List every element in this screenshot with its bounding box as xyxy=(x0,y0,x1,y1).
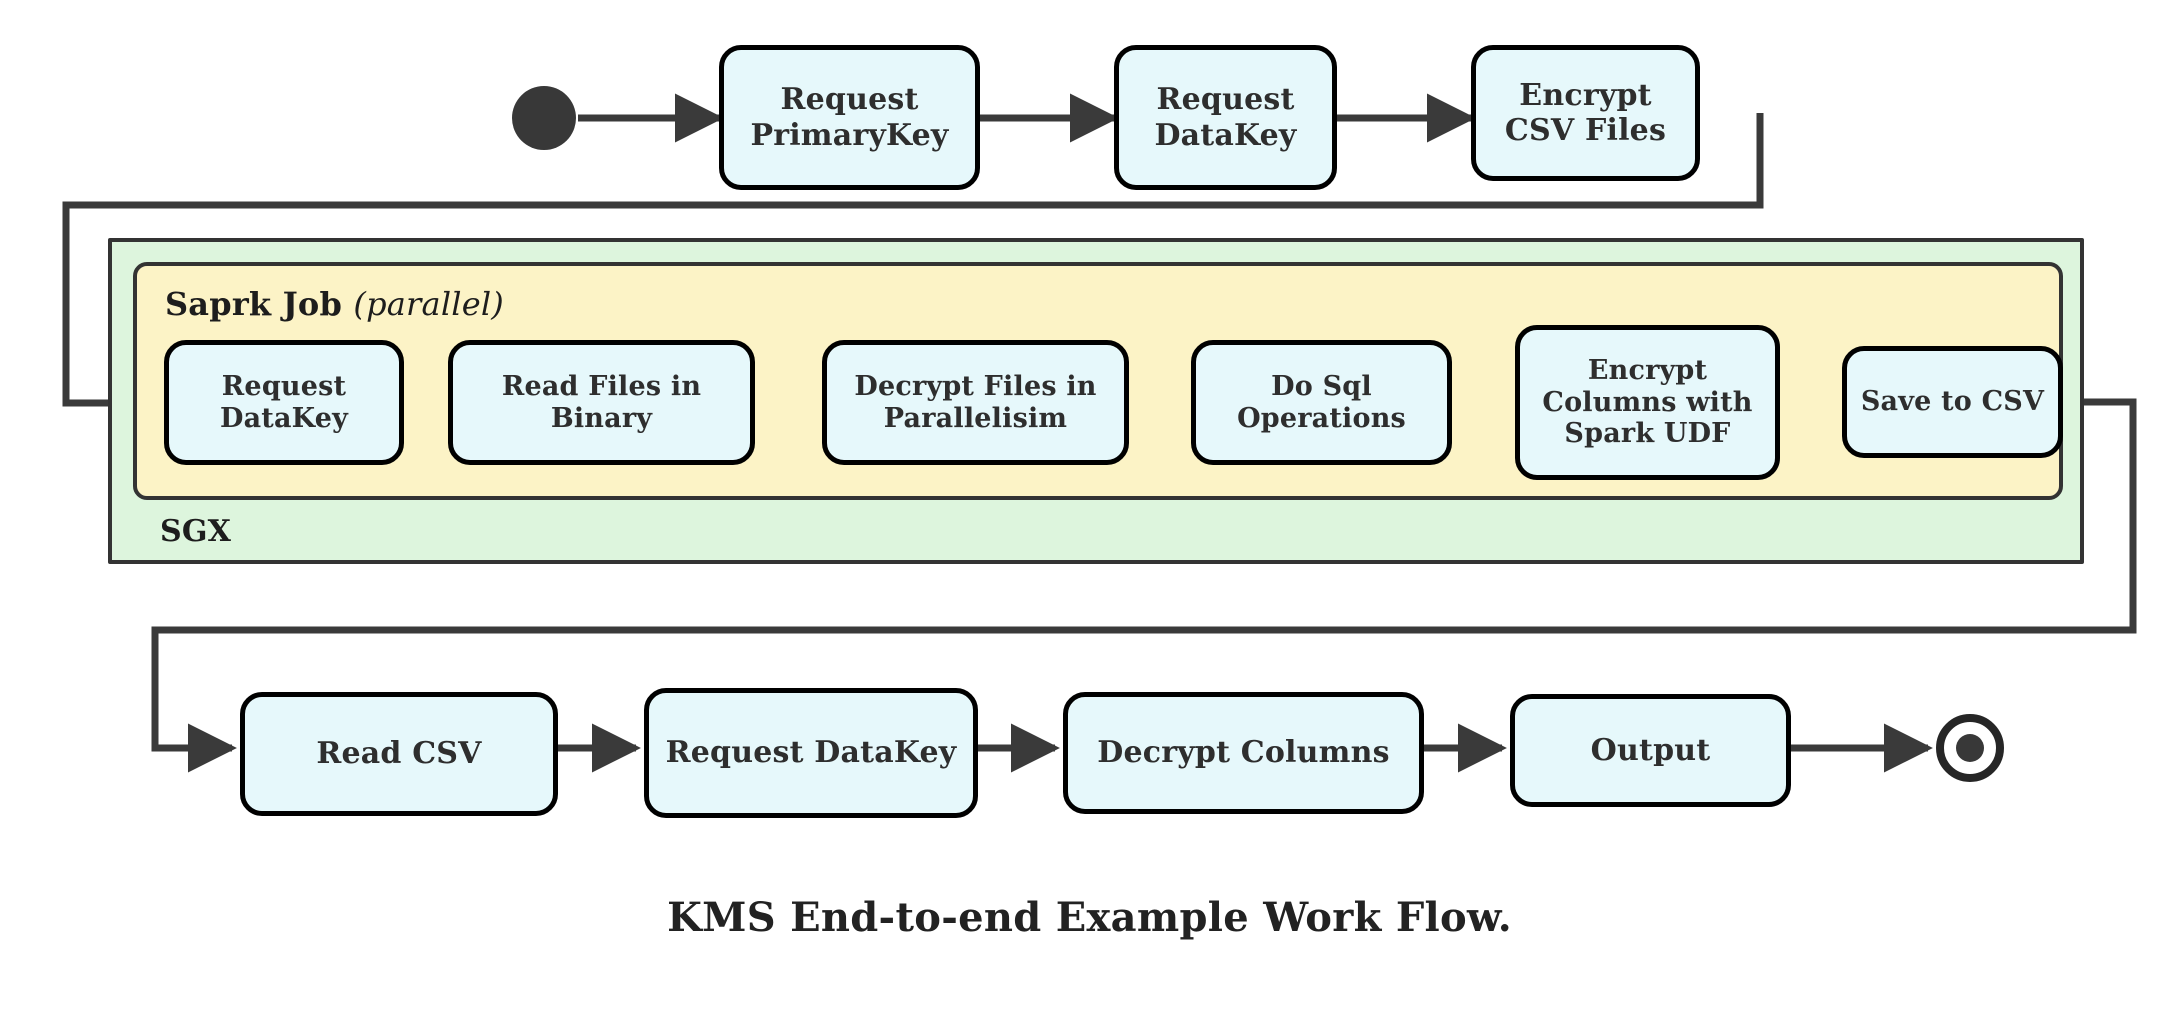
region-spark-job-title: Saprk Job xyxy=(165,285,343,323)
region-spark-job-modifier: (parallel) xyxy=(353,285,504,323)
node-output[interactable]: Output xyxy=(1510,694,1791,807)
node-label: Request DataKey xyxy=(665,735,957,771)
start-node xyxy=(512,86,576,150)
node-save-to-csv[interactable]: Save to CSV xyxy=(1842,346,2063,458)
node-label: Save to CSV xyxy=(1860,386,2045,418)
node-label: Decrypt Columns xyxy=(1097,735,1390,771)
node-request-datakey-bottom[interactable]: Request DataKey xyxy=(644,688,978,818)
node-label: Read CSV xyxy=(316,736,482,772)
end-node xyxy=(1936,714,2004,782)
node-decrypt-columns[interactable]: Decrypt Columns xyxy=(1063,692,1424,814)
node-label: Output xyxy=(1590,732,1711,768)
region-sgx-label: SGX xyxy=(160,514,232,549)
node-read-csv[interactable]: Read CSV xyxy=(240,692,558,816)
region-spark-job-label: Saprk Job (parallel) xyxy=(165,285,504,323)
diagram-caption: KMS End-to-end Example Work Flow. xyxy=(667,894,1512,941)
